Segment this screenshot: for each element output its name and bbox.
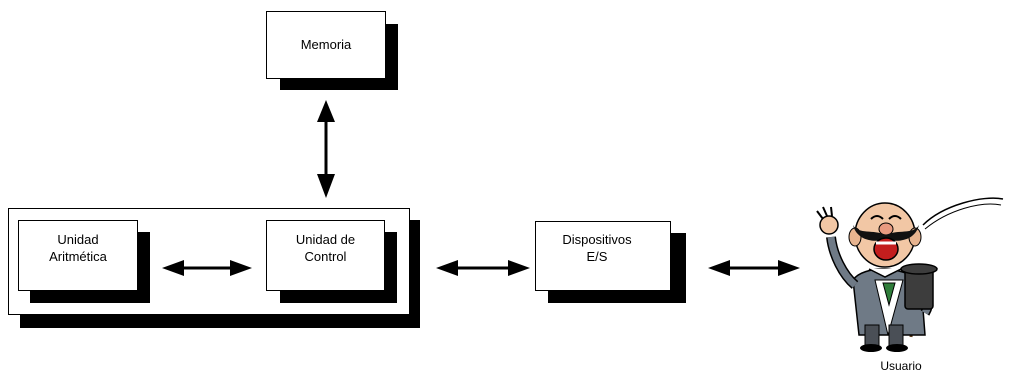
arrow-cpu-dispositivos xyxy=(436,260,530,276)
usuario-figure-icon xyxy=(816,197,1004,352)
unidad-aritmetica-label: Unidad Aritmética xyxy=(49,232,107,264)
unidad-control-box xyxy=(266,220,385,291)
arrow-aritmetica-control xyxy=(162,260,252,276)
dispositivos-box xyxy=(535,221,671,291)
memoria-box xyxy=(266,11,386,79)
dispositivos-label: Dispositivos E/S xyxy=(562,232,632,264)
usuario-label: Usuario xyxy=(880,359,922,373)
unidad-control-label: Unidad de Control xyxy=(295,232,356,264)
memoria-label: Memoria xyxy=(300,37,352,52)
arrow-memoria-control xyxy=(317,100,335,198)
unidad-aritmetica-box xyxy=(18,220,138,291)
arrow-dispositivos-usuario xyxy=(708,260,800,276)
